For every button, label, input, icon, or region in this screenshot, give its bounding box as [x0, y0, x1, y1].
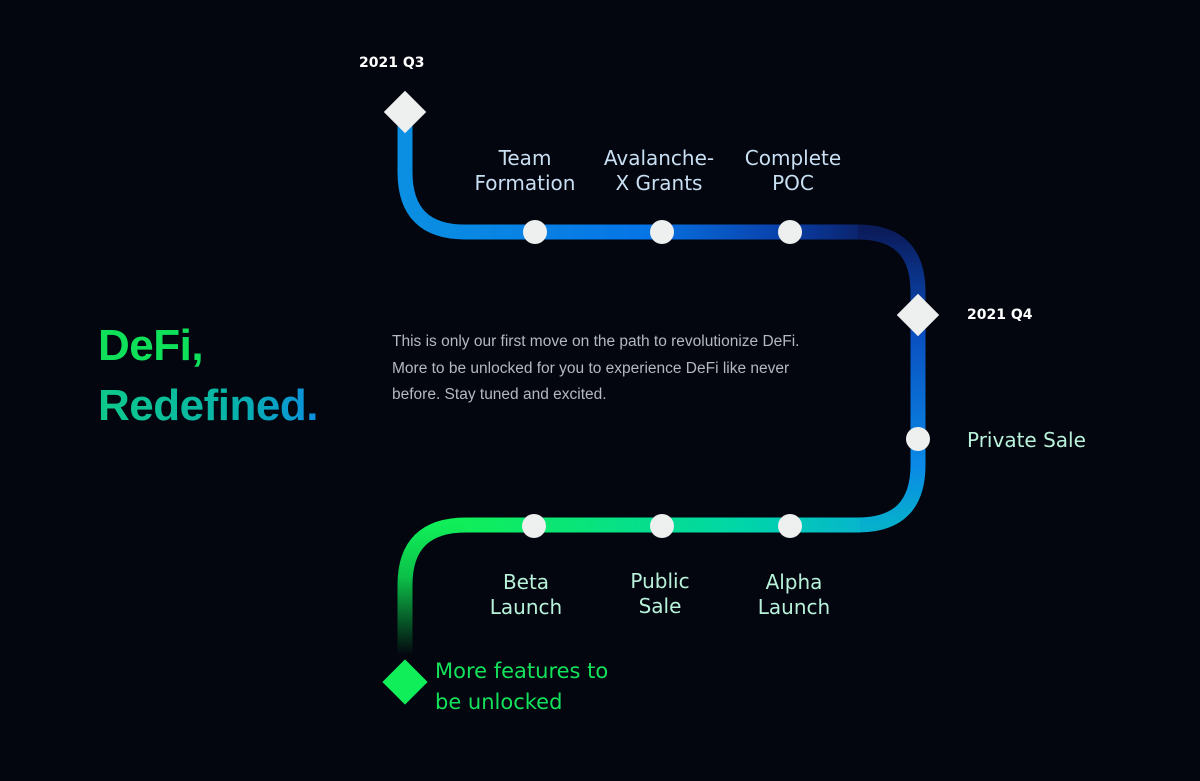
- milestone-private-sale: Private Sale: [967, 428, 1086, 452]
- milestone-avalanche-grants: Avalanche-X Grants: [603, 146, 715, 195]
- quarter-label-q4: 2021 Q4: [967, 307, 1033, 323]
- quarter-label-q3: 2021 Q3: [359, 55, 425, 71]
- headline: DeFi, Redefined.: [98, 316, 318, 436]
- headline-line1: DeFi,: [98, 321, 204, 370]
- q3-diamond-marker: [383, 90, 427, 134]
- node-complete-poc: [778, 220, 802, 244]
- node-avalanche-grants: [650, 220, 674, 244]
- node-alpha-launch: [778, 514, 802, 538]
- node-public-sale: [650, 514, 674, 538]
- q4-diamond-marker: [896, 293, 940, 337]
- future-diamond-marker: [382, 659, 428, 705]
- node-private-sale: [906, 427, 930, 451]
- description-text: This is only our first move on the path …: [392, 333, 800, 403]
- node-beta-launch: [522, 514, 546, 538]
- headline-line2: Redefined.: [98, 376, 318, 436]
- node-team-formation: [523, 220, 547, 244]
